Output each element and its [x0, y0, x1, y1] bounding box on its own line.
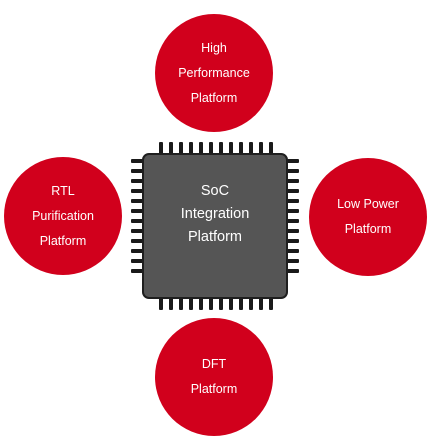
chip-pin-left — [131, 169, 145, 173]
rtl-purification-line-2: Purification — [32, 208, 94, 223]
chip-pin-left — [131, 259, 145, 263]
chip-pin-left — [131, 199, 145, 203]
chip-pin-top — [179, 142, 183, 156]
high-performance-platform-circle: High Performance Platform — [155, 14, 273, 132]
chip-pin-top — [159, 142, 163, 156]
rtl-purification-line-3: Platform — [39, 233, 87, 248]
chip-pin-right — [285, 199, 299, 203]
dft-line-1: DFT — [201, 357, 227, 371]
chip-pin-top — [229, 142, 233, 156]
chip-pin-right — [285, 229, 299, 233]
chip-pin-left — [131, 189, 145, 193]
chip-pin-right — [285, 219, 299, 223]
chip-pin-right — [285, 259, 299, 263]
chip-pin-left — [131, 239, 145, 243]
chip-pin-right — [285, 209, 299, 213]
chip-pin-bottom — [179, 296, 183, 310]
chip-pin-top — [269, 142, 273, 156]
soc-label-line-3: Platform — [188, 229, 242, 245]
high-performance-line-1: High — [201, 40, 227, 55]
chip-body — [142, 153, 288, 299]
high-performance-line-2: Performance — [178, 65, 250, 80]
rtl-purification-line-1: RTL — [51, 183, 75, 198]
chip-pin-top — [219, 142, 223, 156]
chip-pin-right — [285, 189, 299, 193]
chip-pin-bottom — [249, 296, 253, 310]
chip-pin-top — [199, 142, 203, 156]
chip-pin-left — [131, 249, 145, 253]
chip-pin-left — [131, 209, 145, 213]
chip-pin-bottom — [239, 296, 243, 310]
dft-line-2: Platform — [190, 382, 238, 396]
chip-pin-top — [259, 142, 263, 156]
soc-label-line-2: Integration — [180, 206, 250, 222]
chip-pin-left — [131, 179, 145, 183]
chip-pin-bottom — [189, 296, 193, 310]
chip-pin-bottom — [219, 296, 223, 310]
low-power-line-2: Platform — [344, 222, 392, 236]
chip-pin-left — [131, 229, 145, 233]
chip-pin-left — [131, 269, 145, 273]
low-power-platform-circle: Low Power Platform — [309, 158, 427, 276]
chip-pin-right — [285, 249, 299, 253]
low-power-line-1: Low Power — [337, 197, 399, 211]
chip-pin-top — [189, 142, 193, 156]
chip-pin-right — [285, 269, 299, 273]
soc-integration-platform-label: SoC Integration Platform — [145, 180, 285, 249]
dft-platform-circle: DFT Platform — [155, 318, 273, 436]
chip-pin-bottom — [159, 296, 163, 310]
chip-pin-bottom — [259, 296, 263, 310]
chip-pin-right — [285, 239, 299, 243]
high-performance-line-3: Platform — [190, 90, 238, 105]
chip-pin-top — [249, 142, 253, 156]
chip-pin-bottom — [269, 296, 273, 310]
chip-pin-top — [209, 142, 213, 156]
chip-pin-bottom — [229, 296, 233, 310]
chip-pin-bottom — [209, 296, 213, 310]
chip-pin-left — [131, 219, 145, 223]
chip-pin-bottom — [199, 296, 203, 310]
chip-pin-top — [239, 142, 243, 156]
chip-pin-top — [169, 142, 173, 156]
rtl-purification-platform-circle: RTL Purification Platform — [4, 157, 122, 275]
chip-pin-right — [285, 169, 299, 173]
chip-pin-left — [131, 159, 145, 163]
chip-pin-bottom — [169, 296, 173, 310]
chip-pins — [131, 142, 299, 310]
soc-label-line-1: SoC — [200, 183, 230, 199]
chip-pin-right — [285, 159, 299, 163]
chip-pin-right — [285, 179, 299, 183]
